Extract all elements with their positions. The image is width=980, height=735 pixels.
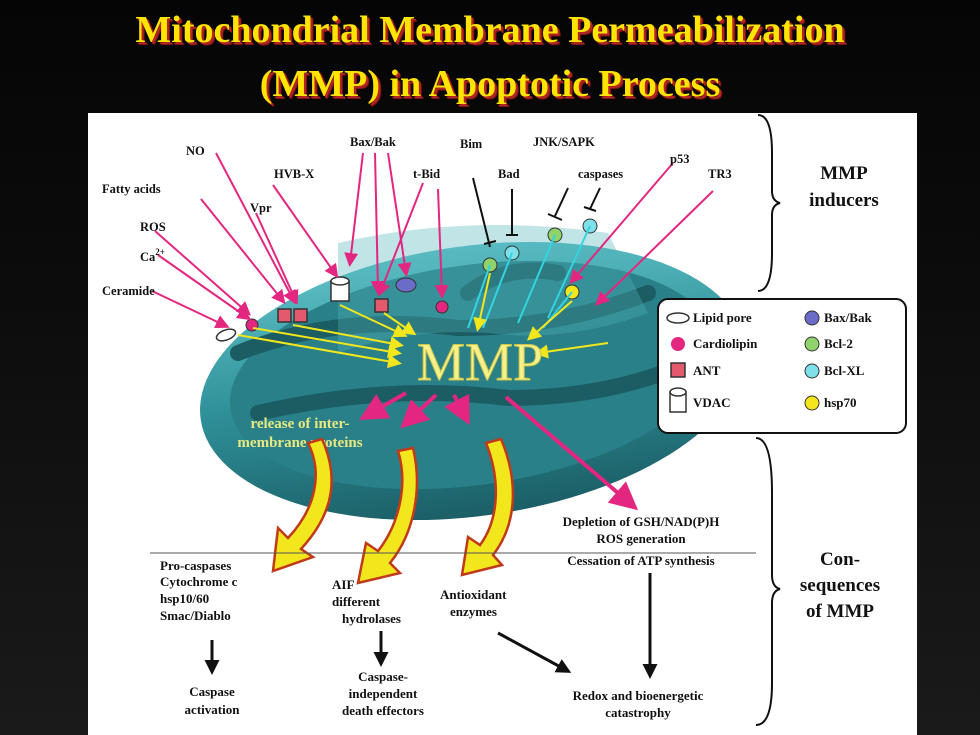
inducer-bim: Bim bbox=[460, 137, 483, 151]
legend-vdac: VDAC bbox=[693, 395, 731, 410]
aif-line-2: different bbox=[332, 594, 381, 609]
cardiolipin-marker bbox=[435, 300, 449, 314]
pro-caspases-line-4: Smac/Diablo bbox=[160, 608, 231, 623]
release-arrow-left bbox=[271, 437, 333, 573]
inducer-no: NO bbox=[186, 144, 205, 158]
consequences-group-label-1: Con- bbox=[820, 549, 860, 570]
legend-lipid-pore: Lipid pore bbox=[693, 310, 752, 325]
inducer-labels: NO Bax/Bak Bim JNK/SAPK p53 Fatty acids … bbox=[102, 135, 732, 298]
inducer-arrows-pink bbox=[151, 152, 714, 329]
consequences-brace bbox=[755, 437, 781, 726]
legend-hsp70: hsp70 bbox=[824, 395, 857, 410]
inhibitor-lines bbox=[472, 177, 601, 248]
legend-bclxl: Bcl-XL bbox=[824, 363, 865, 378]
consequences-group-label-3: of MMP bbox=[806, 601, 874, 622]
inducers-group-label-1: MMP bbox=[820, 163, 868, 184]
pro-caspases-line-1: Pro-caspases bbox=[160, 558, 231, 573]
consequences-group-label-2: sequences bbox=[800, 575, 880, 596]
caspase-independent-line-2: independent bbox=[349, 686, 418, 701]
legend-bax-bak: Bax/Bak bbox=[824, 310, 872, 325]
output-arrows-pink bbox=[359, 391, 639, 511]
inducer-ca: Ca2+ bbox=[140, 247, 165, 264]
legend-lipid-pore-icon bbox=[666, 312, 690, 324]
legend: Lipid pore Bax/Bak Cardiolipin Bcl-2 ANT… bbox=[657, 298, 907, 434]
legend-ant-icon bbox=[670, 362, 686, 378]
antioxidant-line-2: enzymes bbox=[450, 604, 497, 619]
antioxidant-line-1: Antioxidant bbox=[440, 587, 507, 602]
inducers-brace bbox=[757, 114, 781, 292]
inducer-jnk-sapk: JNK/SAPK bbox=[533, 135, 595, 149]
consequence-arrows bbox=[204, 573, 658, 679]
diagram-panel: MMP release of inter- membrane proteins … bbox=[88, 113, 917, 735]
vdac-marker bbox=[330, 276, 350, 302]
bcl-interaction-lines bbox=[467, 225, 591, 329]
redox-line-1: Redox and bioenergetic bbox=[573, 688, 704, 703]
pro-caspases-line-2: Cytochrome c bbox=[160, 574, 238, 589]
redox-line-2: catastrophy bbox=[605, 705, 671, 720]
legend-bcl2-icon bbox=[804, 336, 820, 352]
caspase-independent-line-3: death effectors bbox=[342, 703, 424, 718]
aif-line-1: AIF bbox=[332, 577, 354, 592]
mmp-diagram: MMP release of inter- membrane proteins … bbox=[102, 114, 907, 726]
legend-box bbox=[657, 298, 907, 434]
depletion-line-2: ROS generation bbox=[596, 531, 686, 546]
legend-vdac-icon bbox=[669, 387, 687, 413]
inducer-caspases: caspases bbox=[578, 167, 623, 181]
inducer-fatty-acids: Fatty acids bbox=[102, 182, 161, 196]
consequence-labels: Depletion of GSH/NAD(P)H ROS generation … bbox=[160, 514, 719, 720]
ant-marker bbox=[277, 308, 292, 323]
ant-marker bbox=[293, 308, 308, 323]
bax-bak-marker bbox=[395, 277, 417, 293]
matrix-space bbox=[338, 225, 648, 353]
lipid-pore-marker bbox=[215, 328, 237, 342]
legend-bclxl-icon bbox=[804, 363, 820, 379]
inducer-bad: Bad bbox=[498, 167, 520, 181]
legend-hsp70-icon bbox=[804, 395, 820, 411]
aif-line-3: hydrolases bbox=[342, 611, 401, 626]
yellow-arrows bbox=[237, 272, 609, 369]
inducer-hvb-x: HVB-X bbox=[274, 167, 314, 181]
release-label-2: membrane proteins bbox=[237, 435, 362, 451]
legend-cardiolipin-icon bbox=[671, 337, 685, 351]
inducer-ceramide: Ceramide bbox=[102, 284, 155, 298]
mmp-label: MMP bbox=[417, 332, 543, 392]
inducer-p53: p53 bbox=[670, 152, 689, 166]
caspase-activation-line-1: Caspase bbox=[189, 684, 235, 699]
release-arrow-middle bbox=[356, 446, 419, 585]
slide-title-line-2: (MMP) in Apoptotic Process bbox=[259, 63, 721, 105]
legend-bax-bak-icon bbox=[804, 310, 820, 326]
depletion-line-1: Depletion of GSH/NAD(P)H bbox=[563, 514, 720, 529]
inducer-t-bid: t-Bid bbox=[413, 167, 440, 181]
release-arrows bbox=[271, 437, 515, 585]
caspase-independent-line-1: Caspase- bbox=[358, 669, 408, 684]
ant-marker bbox=[374, 298, 389, 313]
inducer-bax-bak: Bax/Bak bbox=[350, 135, 396, 149]
mitochondrion bbox=[200, 225, 746, 521]
depletion-line-3: Cessation of ATP synthesis bbox=[567, 553, 714, 568]
caspase-activation-line-2: activation bbox=[185, 702, 241, 717]
pro-caspases-line-3: hsp10/60 bbox=[160, 591, 209, 606]
inducer-tr3: TR3 bbox=[708, 167, 732, 181]
inducers-group-label-2: inducers bbox=[809, 190, 879, 211]
release-arrow-right bbox=[460, 437, 515, 577]
legend-cardiolipin: Cardiolipin bbox=[693, 336, 758, 351]
inducer-vpr: Vpr bbox=[250, 201, 272, 215]
legend-ant: ANT bbox=[693, 363, 721, 378]
inducer-ros: ROS bbox=[140, 220, 166, 234]
slide-title-line-1: Mitochondrial Membrane Permeabilization bbox=[135, 9, 845, 51]
legend-bcl2: Bcl-2 bbox=[824, 336, 853, 351]
release-label-1: release of inter- bbox=[250, 416, 349, 432]
